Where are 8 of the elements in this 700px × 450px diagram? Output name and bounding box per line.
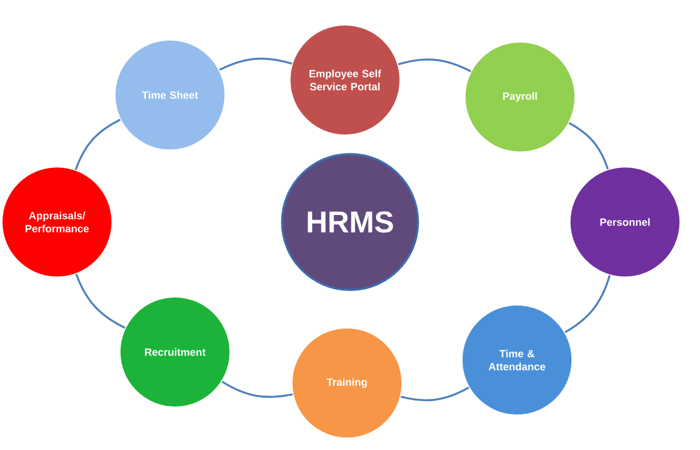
ring-line [568,122,609,170]
ring-line [564,275,611,334]
ring-line [398,58,472,72]
ring-line [74,118,121,170]
ring-line [221,380,293,398]
ring-line [75,274,126,329]
ring-line [219,58,292,71]
ring-line [400,386,470,402]
